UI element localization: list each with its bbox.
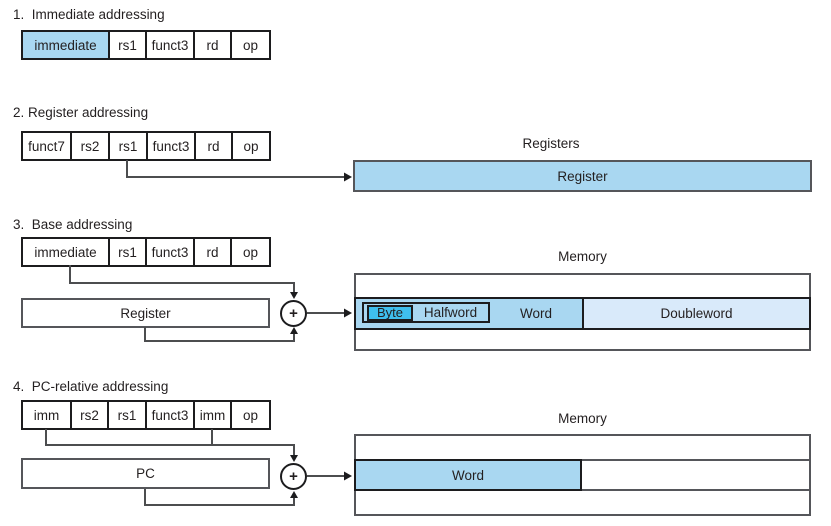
- section2-instruction-format: funct7 rs2 rs1 funct3 rd op: [21, 131, 271, 161]
- field-imm-lower: imm: [193, 400, 232, 430]
- section1-title: 1. Immediate addressing: [13, 7, 165, 22]
- field-rd: rd: [194, 131, 233, 161]
- s3-immediate-to-adder-line: [69, 265, 295, 293]
- byte-cell: Byte: [367, 304, 413, 321]
- s3-adder-bottom-arrowhead: [290, 327, 298, 334]
- registers-label: Registers: [522, 136, 580, 151]
- field-imm-upper: imm: [21, 400, 72, 430]
- field-op: op: [230, 400, 271, 430]
- field-immediate: immediate: [21, 237, 110, 267]
- field-rs1: rs1: [108, 131, 148, 161]
- field-op: op: [230, 237, 271, 267]
- adder-plus-circle: +: [280, 300, 307, 327]
- field-immediate: immediate: [21, 30, 110, 60]
- halfword-cell: Halfword: [423, 305, 478, 320]
- adder-plus-circle: +: [280, 463, 307, 490]
- s4-adder-top-arrowhead: [290, 455, 298, 462]
- field-rs1: rs1: [107, 400, 147, 430]
- s2-register-arrowhead: [344, 172, 352, 182]
- field-funct3: funct3: [145, 30, 195, 60]
- memory-label: Memory: [558, 411, 607, 426]
- field-rs1: rs1: [108, 237, 147, 267]
- s3-register-to-adder-line: [144, 327, 295, 342]
- field-rs2: rs2: [70, 400, 109, 430]
- s4-pc-to-adder-line: [144, 489, 295, 506]
- field-funct3: funct3: [145, 400, 195, 430]
- field-funct7: funct7: [21, 131, 72, 161]
- pc-box: PC: [21, 458, 270, 489]
- field-rd: rd: [193, 30, 232, 60]
- s4-imm-to-adder-line: [45, 444, 295, 456]
- s2-rs1-to-register-line: [126, 160, 344, 178]
- doubleword-region: Doubleword: [584, 299, 809, 328]
- s4-adder-bottom-arrowhead: [290, 491, 298, 498]
- byte-halfword-group: Byte Halfword: [362, 302, 490, 323]
- field-rs1: rs1: [108, 30, 147, 60]
- field-funct3: funct3: [145, 237, 195, 267]
- section4-title: 4. PC-relative addressing: [13, 379, 169, 394]
- section3-instruction-format: immediate rs1 funct3 rd op: [21, 237, 271, 267]
- register-box: Register: [353, 160, 812, 192]
- s3-adder-top-arrowhead: [290, 292, 298, 299]
- section4-instruction-format: imm rs2 rs1 funct3 imm op: [21, 400, 271, 430]
- s3-memory-arrowhead: [344, 308, 352, 318]
- memory-label: Memory: [558, 249, 607, 264]
- field-rs2: rs2: [70, 131, 110, 161]
- field-op: op: [231, 131, 271, 161]
- base-register-box: Register: [21, 298, 270, 328]
- section1-instruction-format: immediate rs1 funct3 rd op: [21, 30, 271, 60]
- section3-title: 3. Base addressing: [13, 217, 133, 232]
- field-funct3: funct3: [146, 131, 196, 161]
- word-cell: Word: [519, 306, 552, 321]
- section2-title: 2. Register addressing: [13, 105, 149, 120]
- word-cell: Word: [354, 459, 582, 491]
- field-rd: rd: [193, 237, 232, 267]
- field-op: op: [230, 30, 271, 60]
- s4-memory-arrowhead: [344, 471, 352, 481]
